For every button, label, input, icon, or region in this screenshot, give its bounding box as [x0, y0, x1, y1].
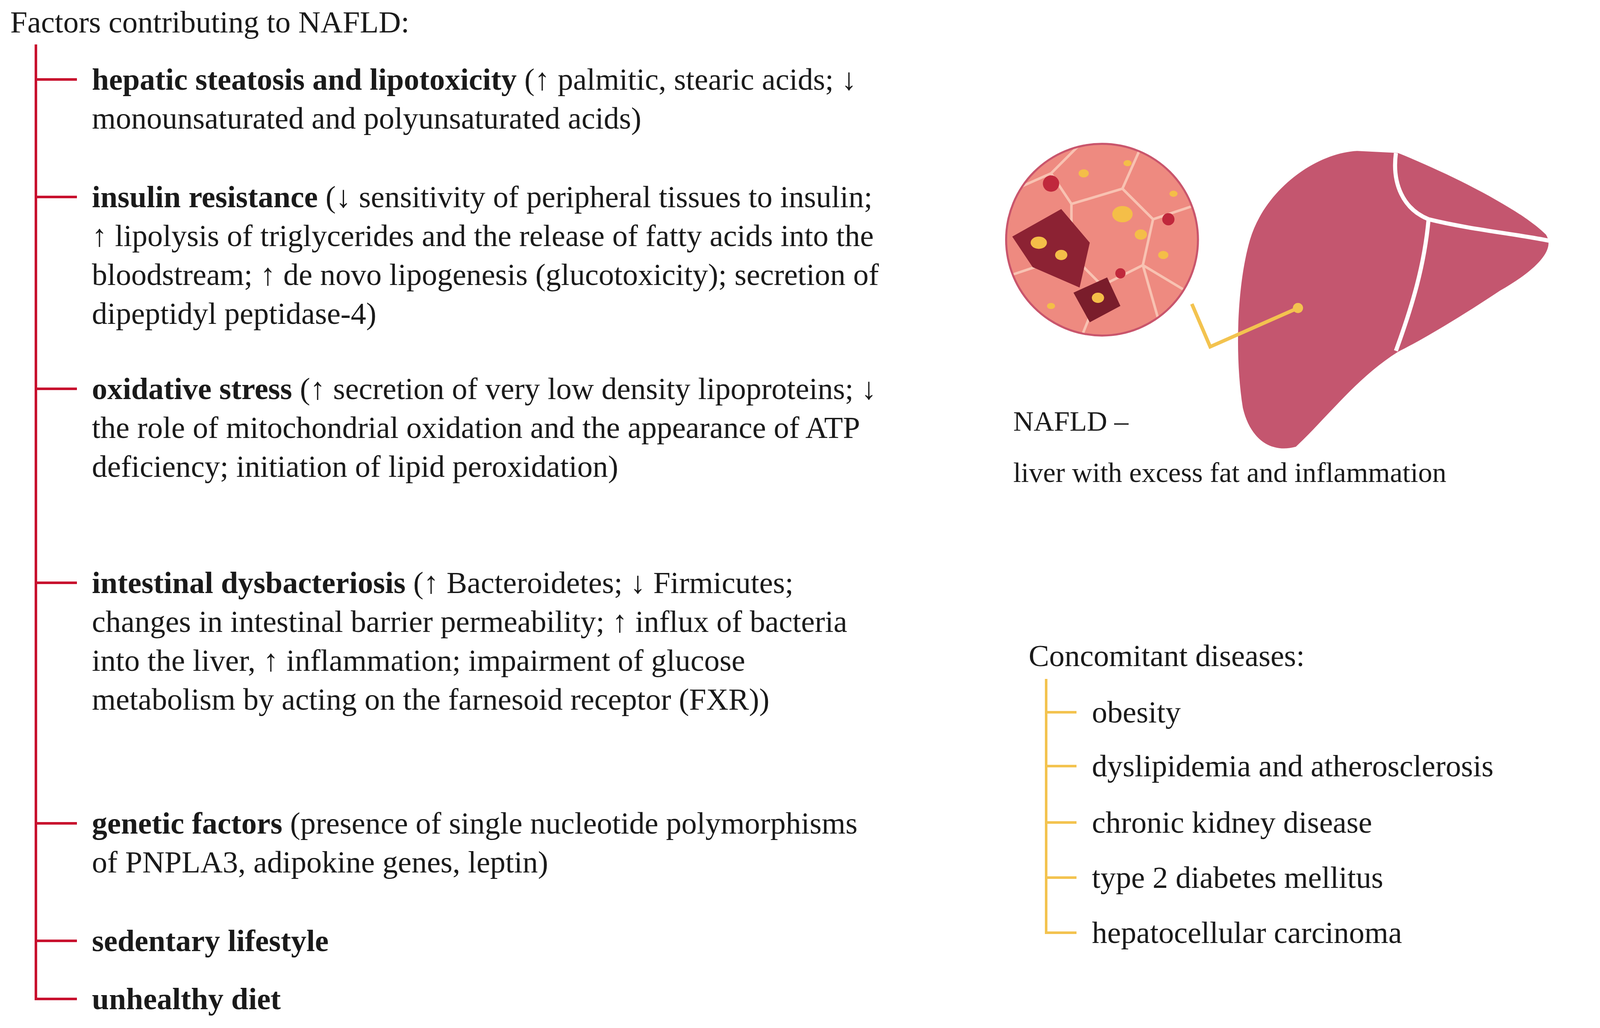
bracket-tick: [34, 581, 77, 585]
disease-item: type 2 diabetes mellitus: [1091, 858, 1384, 898]
factor-item: hepatic steatosis and lipotoxicity(↑ pal…: [91, 60, 883, 139]
factor-heading: sedentary lifestyle: [91, 923, 329, 959]
damaged-cell: [1012, 208, 1090, 288]
bracket-tick: [34, 78, 77, 81]
fat-droplets: [1030, 160, 1178, 309]
bracket-tick: [1044, 876, 1077, 880]
factor-heading: oxidative stress: [91, 371, 293, 406]
bracket-tick: [1044, 764, 1077, 768]
bracket-tick: [1044, 821, 1077, 824]
bracket-tick: [34, 939, 77, 943]
bracket-line: [34, 44, 38, 1001]
tissue: [1000, 137, 1205, 342]
leader-dot: [1292, 302, 1303, 314]
lobe-line: [1395, 152, 1550, 241]
factor-heading: genetic factors: [91, 806, 283, 841]
factor-item: genetic factors(presence of single nucle…: [91, 804, 883, 883]
factor-item: oxidative stress(↑ secretion of very low…: [91, 369, 883, 487]
heading: Factors contributing to NAFLD:: [10, 2, 410, 42]
factor-heading: intestinal dysbacteriosis: [91, 565, 406, 600]
disease-item: dyslipidemia and atherosclerosis: [1091, 747, 1494, 786]
disease-item: chronic kidney disease: [1091, 803, 1373, 843]
liver: [1238, 150, 1550, 449]
bracket-tick: [34, 387, 77, 391]
list-heading: Concomitant diseases:: [1028, 636, 1305, 676]
inflammation-dots: [1042, 175, 1175, 279]
disease-item: hepatocellular carcinoma: [1091, 913, 1403, 953]
magnified-circle: [1000, 137, 1205, 342]
factor-item: unhealthy diet: [91, 979, 883, 1019]
disease-item: obesity: [1091, 693, 1181, 733]
factor-item: intestinal dysbacteriosis(↑ Bacteroidete…: [91, 563, 883, 720]
damaged-cell: [1073, 277, 1121, 323]
bracket-line: [1044, 679, 1048, 935]
liver-body: [1238, 150, 1549, 449]
leader-line: [1191, 303, 1298, 347]
bracket-tick: [1044, 711, 1077, 714]
cell-walls: [1005, 142, 1200, 337]
bracket-tick: [1044, 931, 1077, 935]
factor-heading: insulin resistance: [91, 179, 318, 215]
bracket-tick: [34, 195, 77, 199]
caption-text: liver with excess fat and inflammation: [1013, 452, 1447, 492]
factor-item: insulin resistance(↓ sensitivity of peri…: [91, 177, 883, 334]
lobe-line: [1395, 219, 1429, 351]
factor-item: sedentary lifestyle: [91, 921, 883, 961]
factor-heading: hepatic steatosis and lipotoxicity: [91, 62, 517, 97]
factor-heading: unhealthy diet: [91, 982, 281, 1017]
caption-text: NAFLD –: [1013, 401, 1129, 441]
bracket-tick: [34, 997, 77, 1001]
bracket-tick: [34, 822, 77, 825]
